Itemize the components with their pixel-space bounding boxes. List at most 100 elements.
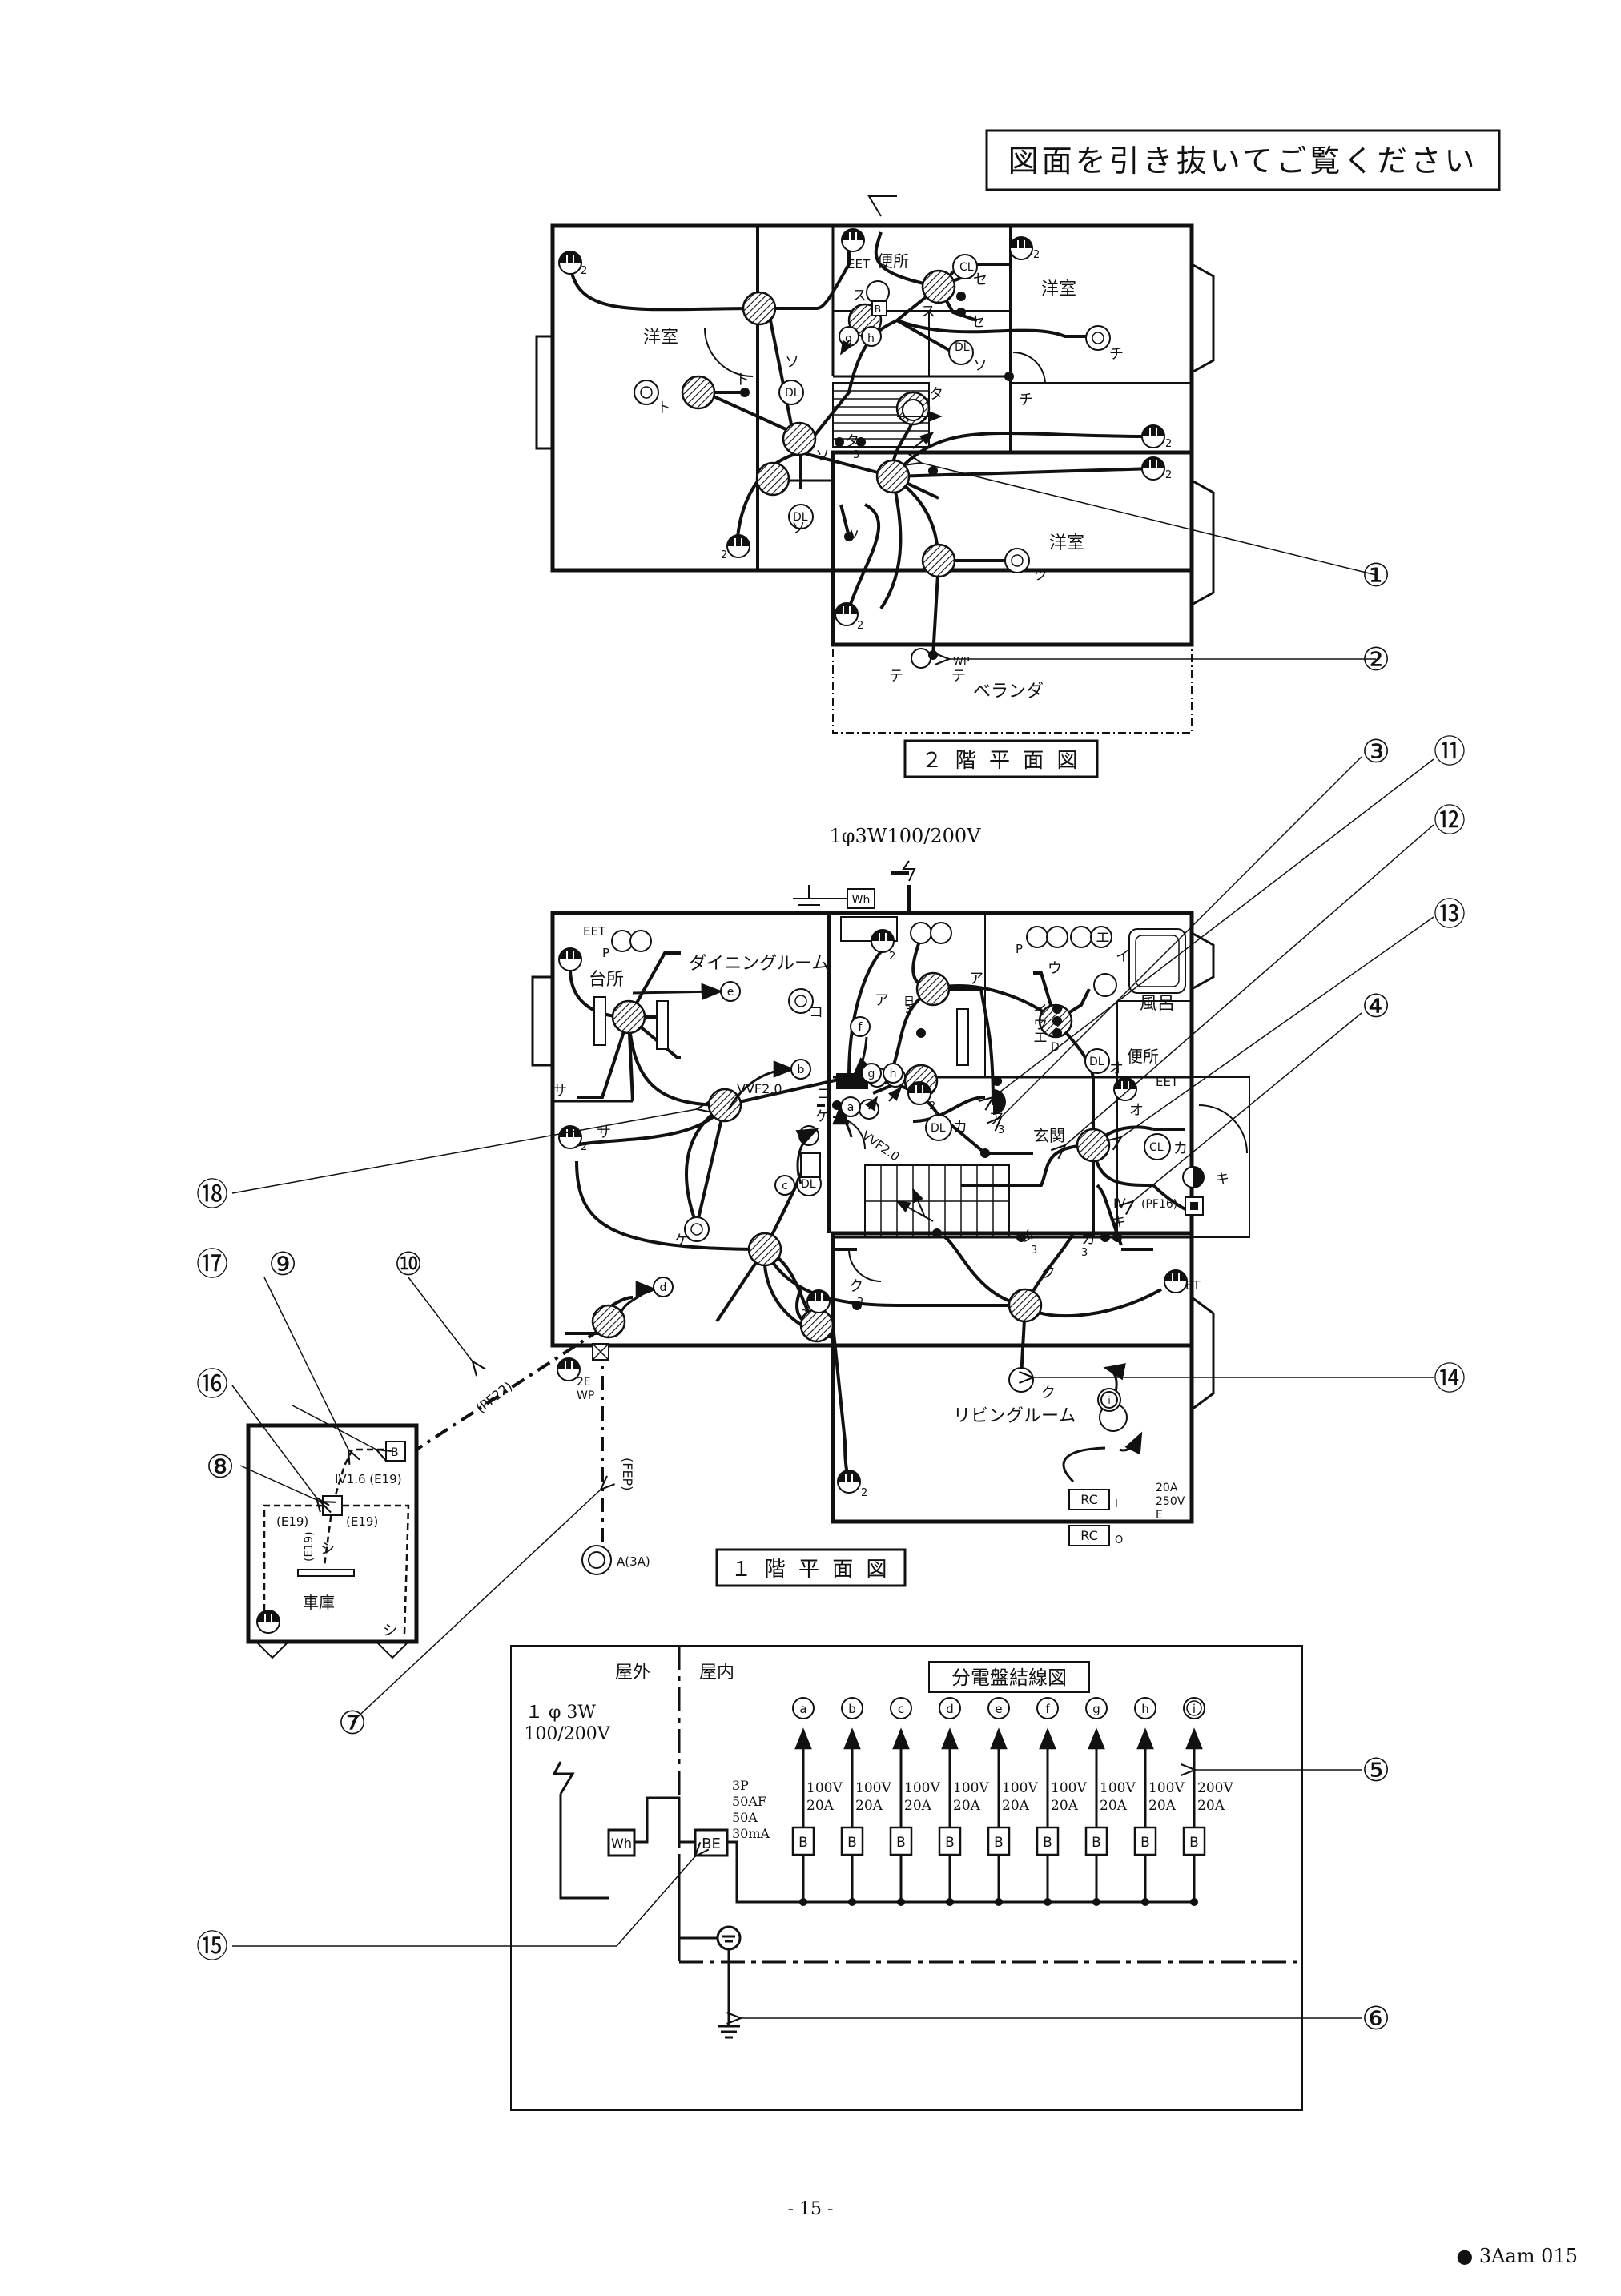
svg-text:e: e: [727, 986, 734, 999]
circuit-id: f: [1045, 1702, 1050, 1716]
svg-text:30mA: 30mA: [732, 1826, 770, 1841]
callout-leaders: [231, 463, 1434, 2018]
svg-text:2: 2: [1165, 469, 1172, 481]
svg-text:テ: テ: [889, 668, 903, 685]
svg-text:EET: EET: [583, 924, 606, 939]
svg-text:オ: オ: [1109, 1060, 1124, 1077]
callout-3: ③: [1362, 734, 1390, 770]
page-number: - 15 -: [788, 2199, 834, 2219]
svg-text:B: B: [875, 304, 881, 315]
svg-text:イ: イ: [1116, 948, 1130, 965]
callout-1: ①: [1362, 557, 1390, 594]
circuit-ampere: 20A: [1148, 1798, 1177, 1814]
svg-text:RC: RC: [1080, 1528, 1098, 1543]
svg-text:ア: ア: [875, 992, 889, 1009]
svg-text:P: P: [602, 946, 609, 960]
svg-text:b: b: [798, 1064, 805, 1076]
floor1-labels: 1φ3W100/200V 台所 ダイニングルーム 風呂 便所 玄関 リビングルー…: [276, 825, 1229, 1639]
floor1-title: １ 階 平 面 図: [715, 1548, 907, 1587]
circuit-voltage: 100V: [953, 1780, 989, 1796]
callout-15: ⑮: [196, 1928, 228, 1965]
svg-text:オ: オ: [1129, 1102, 1144, 1119]
svg-text:イ: イ: [1033, 1003, 1048, 1019]
circuit-ampere: 20A: [953, 1798, 981, 1814]
svg-text:g: g: [868, 1068, 875, 1080]
svg-text:チ: チ: [1019, 392, 1033, 408]
svg-text:CL: CL: [1149, 1141, 1164, 1154]
floor1-circuit-markers: a b c d e f g h i: [653, 981, 1121, 1412]
svg-text:コ: コ: [809, 1004, 823, 1021]
circuit-ampere: 20A: [904, 1798, 932, 1814]
svg-text:f: f: [859, 1021, 863, 1034]
circuit-ampere: 20A: [1100, 1798, 1128, 1814]
svg-text:ク: ク: [1041, 1385, 1056, 1401]
svg-text:ベランダ: ベランダ: [973, 682, 1044, 702]
floor1-homeruns: [619, 983, 1143, 1483]
svg-text:(E19): (E19): [276, 1514, 308, 1529]
svg-text:2: 2: [581, 1141, 587, 1153]
svg-text:台所: 台所: [589, 970, 624, 990]
svg-text:EET: EET: [1156, 1075, 1179, 1089]
svg-text:テ: テ: [951, 668, 966, 685]
svg-text:(PF22): (PF22): [473, 1378, 515, 1416]
svg-text:DL: DL: [955, 341, 970, 354]
svg-text:2: 2: [889, 951, 895, 963]
svg-text:WP: WP: [953, 656, 970, 668]
svg-text:ケ: ケ: [815, 1108, 830, 1125]
instruction-box: 図面を引き抜いてご覧ください: [985, 129, 1501, 191]
svg-text:エ: エ: [1033, 1030, 1048, 1047]
callout-14: ⑭: [1434, 1361, 1466, 1397]
circuit-ampere: 20A: [855, 1798, 883, 1814]
svg-text:タ: タ: [929, 386, 943, 403]
svg-text:2: 2: [721, 549, 727, 561]
breaker-label: B: [945, 1835, 955, 1851]
svg-text:IV: IV: [1113, 1196, 1126, 1211]
breaker-bank: Ba100V20ABb100V20ABc100V20ABd100V20ABe10…: [791, 1697, 1233, 1906]
floor1-wiring: [569, 871, 1186, 1479]
circuit-id: b: [848, 1702, 856, 1716]
svg-text:ダイニングルーム: ダイニングルーム: [689, 954, 829, 974]
svg-text:3: 3: [1031, 1245, 1037, 1257]
callout-16: ⑯: [196, 1366, 228, 1403]
circuit-id: c: [898, 1702, 904, 1716]
callout-11: ⑪: [1434, 734, 1466, 770]
breaker-label: B: [1092, 1835, 1101, 1851]
svg-text:DL: DL: [801, 1178, 816, 1191]
svg-text:カ: カ: [953, 1119, 967, 1136]
svg-text:ソ: ソ: [815, 448, 830, 464]
circuit-voltage: 100V: [904, 1780, 940, 1796]
svg-text:チ: チ: [1109, 346, 1124, 363]
svg-text:ウ: ウ: [1048, 960, 1062, 977]
svg-text:タ: タ: [1021, 1228, 1036, 1245]
circuit-id: i: [1193, 1702, 1196, 1716]
panel-diagram: 屋外 屋内 分電盤結線図 １ φ 3W 100/200V Wh BE 3P 50…: [510, 1645, 1303, 2111]
svg-text:リビングルーム: リビングルーム: [953, 1406, 1076, 1426]
floor2-labels: 洋室 洋室 洋室 便所 ベランダ EET WP DL CL ト ト ソ チ チ …: [581, 249, 1172, 702]
svg-text:E: E: [1156, 1509, 1163, 1522]
svg-text:3P: 3P: [732, 1778, 749, 1793]
svg-text:A(3A): A(3A): [617, 1554, 650, 1569]
svg-text:CL: CL: [959, 261, 974, 274]
svg-text:3: 3: [998, 1124, 1004, 1136]
callout-8: ⑧: [206, 1449, 235, 1486]
svg-text:3: 3: [1081, 1247, 1088, 1259]
svg-text:サ: サ: [553, 1083, 567, 1100]
svg-text:シ: シ: [383, 1622, 397, 1639]
svg-text:P: P: [1016, 942, 1023, 956]
callout-13: ⑬: [1434, 896, 1466, 933]
callout-10: ⑩: [394, 1246, 423, 1283]
svg-text:2: 2: [801, 1309, 807, 1321]
svg-text:50AF: 50AF: [732, 1794, 766, 1809]
circuit-id: h: [1141, 1702, 1149, 1716]
svg-text:DL: DL: [931, 1122, 946, 1135]
svg-text:サ: サ: [597, 1124, 611, 1141]
svg-text:ウ: ウ: [1033, 1016, 1048, 1033]
breaker-label: B: [847, 1835, 857, 1851]
circuit-ampere: 20A: [1002, 1798, 1030, 1814]
svg-text:玄関: 玄関: [1033, 1126, 1065, 1145]
svg-text:屋外: 屋外: [615, 1663, 650, 1683]
